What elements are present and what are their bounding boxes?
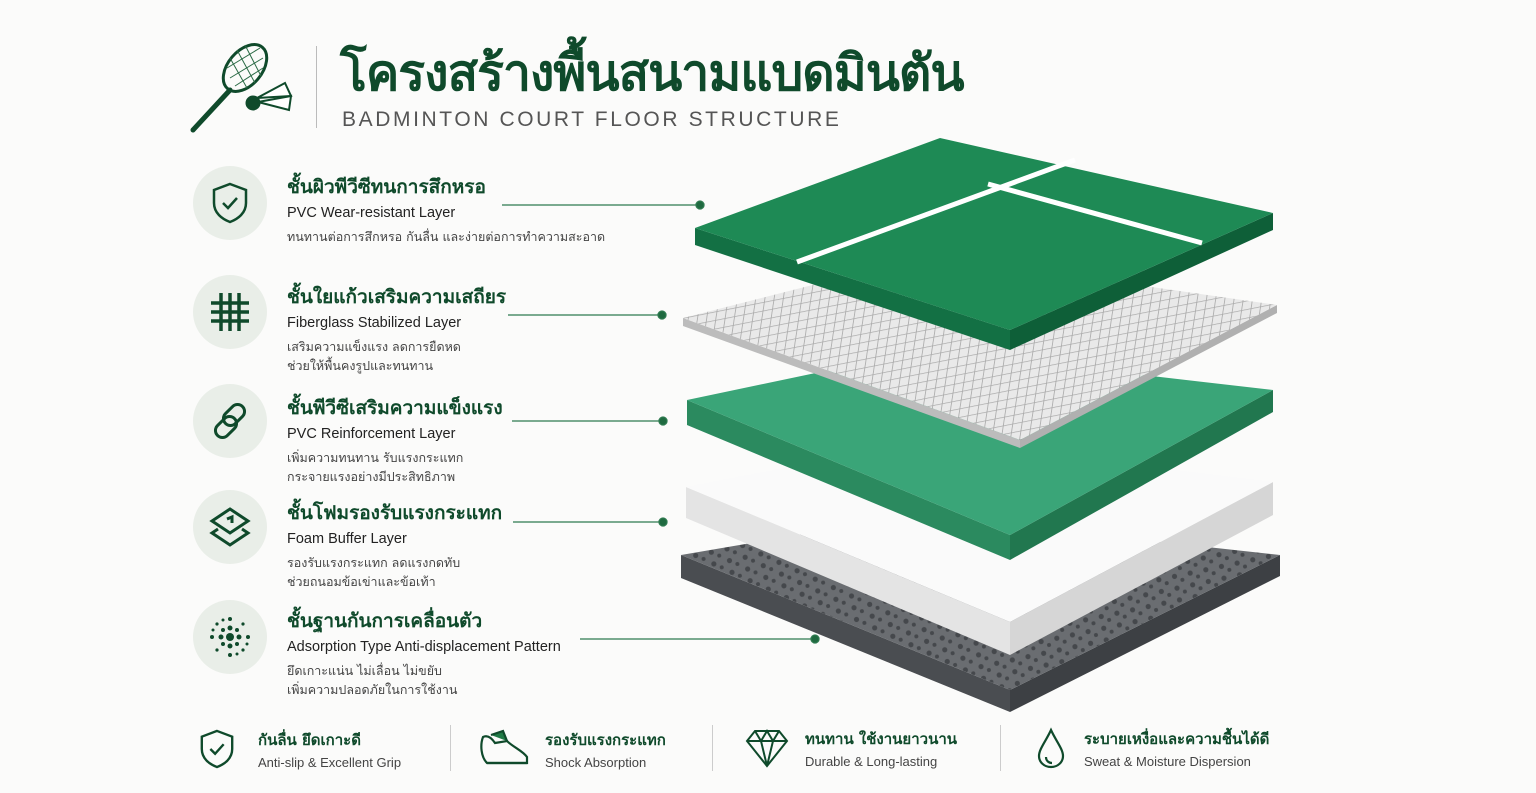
layer-title-en: Foam Buffer Layer <box>287 531 407 547</box>
layer-desc-line: กระจายแรงอย่างมีประสิทธิภาพ <box>287 469 456 484</box>
layer-title-th: ชั้นใยแก้วเสริมความเสถียร <box>287 286 507 308</box>
layer-item-pvc-reinforcement: ชั้นพีวีซีเสริมความแข็งแรง PVC Reinforce… <box>287 393 503 486</box>
layer-desc-line: ช่วยถนอมข้อเข่าและข้อเท้า <box>287 574 436 589</box>
shoe-icon <box>480 729 529 765</box>
feature-divider <box>450 725 451 771</box>
leader-lines <box>502 200 820 644</box>
layer-item-pvc-wear: ชั้นผิวพีวีซีทนการสึกหรอ PVC Wear-resist… <box>287 172 605 246</box>
layer-desc-line: เสริมความแข็งแรง ลดการยืดหด <box>287 339 461 354</box>
feature-title-en: Anti-slip & Excellent Grip <box>258 755 402 770</box>
layers-icon <box>193 490 267 564</box>
layer-desc-line: เพิ่มความทนทาน รับแรงกระแทก <box>287 450 464 465</box>
feature-shock-absorption: รองรับแรงกระแทก Shock Absorption <box>477 727 666 771</box>
shield-check-icon <box>200 729 234 769</box>
layer-title-th: ชั้นโฟมรองรับแรงกระแทก <box>287 502 503 524</box>
feature-title-th: ระบายเหงื่อและความชื้นได้ดี <box>1084 730 1270 748</box>
racket-shuttlecock-icon <box>190 43 293 133</box>
layer-desc: ยึดเกาะแน่น ไม่เลื่อน ไม่ขยับเพิ่มความปล… <box>287 661 561 699</box>
court-line <box>796 157 1076 265</box>
diamond-icon <box>745 729 789 768</box>
layer-desc-line: รองรับแรงกระแทก ลดแรงกดทับ <box>287 555 461 570</box>
layer-desc-line: ช่วยให้พื้นคงรูปและทนทาน <box>287 358 434 373</box>
layer-desc: ทนทานต่อการสึกหรอ กันลื่น และง่ายต่อการท… <box>287 229 606 244</box>
layer-title-th: ชั้นฐานกันการเคลื่อนตัว <box>287 610 483 632</box>
layer-item-anti-displacement: ชั้นฐานกันการเคลื่อนตัว Adsorption Type … <box>287 606 561 699</box>
layer-title-en: Fiberglass Stabilized Layer <box>287 315 462 331</box>
header-divider <box>316 46 317 128</box>
layer-title-th: ชั้นผิวพีวีซีทนการสึกหรอ <box>287 176 486 198</box>
dots-pattern-icon <box>193 600 267 674</box>
pvc-reinforcement-layer <box>687 350 1273 560</box>
layer-title-en: PVC Reinforcement Layer <box>287 426 456 442</box>
feature-title-en: Shock Absorption <box>545 755 647 770</box>
layer-title-th: ชั้นพีวีซีเสริมความแข็งแรง <box>287 397 503 419</box>
shield-check-icon <box>193 166 267 240</box>
feature-title-en: Sweat & Moisture Dispersion <box>1084 754 1251 769</box>
layer-desc-line: เพิ่มความปลอดภัยในการใช้งาน <box>287 682 458 697</box>
layer-title-en: PVC Wear-resistant Layer <box>287 205 456 221</box>
feature-title-th: ทนทาน ใช้งานยาวนาน <box>805 730 957 748</box>
feature-anti-slip: กันลื่น ยึดเกาะดี Anti-slip & Excellent G… <box>198 727 401 771</box>
page-title: โครงสร้างพื้นสนามแบดมินตัน <box>340 44 965 102</box>
feature-moisture: ระบายเหงื่อและความชื้นได้ดี Sweat & Moist… <box>1036 727 1269 769</box>
layer-item-foam: ชั้นโฟมรองรับแรงกระแทก Foam Buffer Layer… <box>287 498 502 591</box>
page-subtitle: BADMINTON COURT FLOOR STRUCTURE <box>342 108 842 131</box>
layer-item-fiberglass: ชั้นใยแก้วเสริมความเสถียร Fiberglass Sta… <box>287 282 506 375</box>
link-icon <box>193 384 267 458</box>
droplet-icon <box>1037 727 1065 769</box>
grid-icon <box>193 275 267 349</box>
layer-desc: เสริมความแข็งแรง ลดการยืดหดช่วยให้พื้นคง… <box>287 337 506 375</box>
feature-title-th: รองรับแรงกระแทก <box>545 731 666 749</box>
court-line <box>987 181 1203 246</box>
feature-title-th: กันลื่น ยึดเกาะดี <box>258 731 361 749</box>
feature-title-en: Durable & Long-lasting <box>805 754 938 769</box>
layer-title-en: Adsorption Type Anti-displacement Patter… <box>287 639 561 655</box>
layer-desc-line: ยึดเกาะแน่น ไม่เลื่อน ไม่ขยับ <box>287 663 442 678</box>
feature-durable: ทนทาน ใช้งานยาวนาน Durable & Long-lasting <box>745 727 957 769</box>
pvc-wear-layer <box>695 138 1273 350</box>
feature-divider <box>1000 725 1001 771</box>
fiberglass-mesh-layer <box>683 255 1277 448</box>
layer-desc: รองรับแรงกระแทก ลดแรงกดทับช่วยถนอมข้อเข่… <box>287 553 502 591</box>
layer-desc: เพิ่มความทนทาน รับแรงกระแทกกระจายแรงอย่า… <box>287 448 503 486</box>
feature-divider <box>712 725 713 771</box>
